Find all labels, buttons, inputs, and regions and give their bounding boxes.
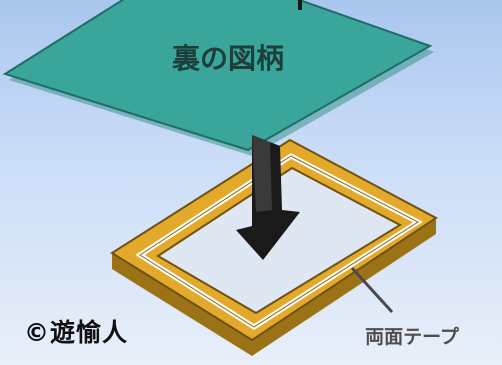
copyright-text: ©遊愉人 — [24, 318, 129, 347]
card-label: 裏の図柄 — [172, 42, 284, 75]
tape-callout-line — [350, 266, 394, 314]
card-sheet — [2, 0, 434, 156]
down-arrow-icon — [236, 135, 300, 260]
tape-label: 両面テープ — [365, 325, 460, 348]
